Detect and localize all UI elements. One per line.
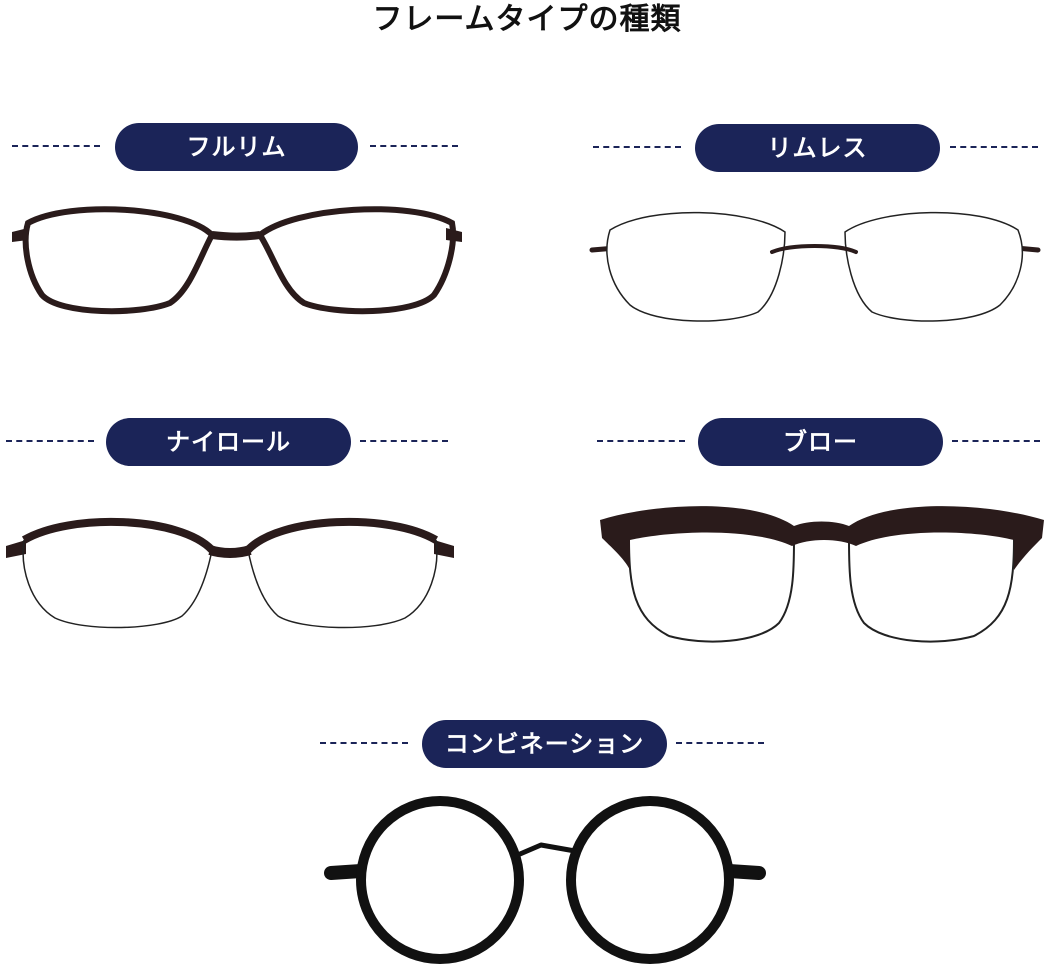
label-row-rimless: リムレス xyxy=(590,124,1040,172)
left-lens-rim xyxy=(22,206,216,315)
label-row-full-rim: フルリム xyxy=(0,123,480,171)
label-row-nylol: ナイロール xyxy=(0,418,460,466)
dashed-divider-right xyxy=(950,146,1038,148)
combination-glasses-illustration xyxy=(324,796,766,964)
dashed-divider-left xyxy=(593,146,681,148)
frame-type-label-nylol: ナイロール xyxy=(106,418,351,466)
right-lens-rim xyxy=(566,796,734,964)
dashed-divider-left xyxy=(597,440,685,442)
dashed-divider-right xyxy=(952,440,1040,442)
bridge xyxy=(512,842,580,860)
bridge xyxy=(208,545,252,558)
right-upper-rim xyxy=(245,517,439,553)
nylol-glasses-illustration xyxy=(6,517,454,629)
dashed-divider-left xyxy=(320,742,408,744)
page-title: フレームタイプの種類 xyxy=(372,2,682,37)
frame-type-label-full-rim: フルリム xyxy=(115,123,358,171)
right-lens-lower xyxy=(247,539,438,629)
bridge xyxy=(770,244,858,254)
left-temple xyxy=(324,864,368,880)
dashed-divider-right xyxy=(360,440,448,442)
full-rim-glasses-illustration xyxy=(12,206,462,315)
left-lens-rim xyxy=(356,796,524,964)
rimless-glasses-illustration xyxy=(589,211,1041,322)
frame-type-label-brow: ブロー xyxy=(698,418,943,466)
left-temple xyxy=(6,540,26,558)
right-lens xyxy=(848,537,1015,643)
left-lens-lower xyxy=(22,539,213,629)
right-lens-rim xyxy=(256,206,456,315)
left-lens xyxy=(628,537,795,643)
frame-type-label-combination: コンビネーション xyxy=(422,720,667,768)
brow-bar xyxy=(600,506,1044,570)
left-upper-rim xyxy=(21,517,215,553)
dashed-divider-right xyxy=(370,145,458,147)
label-row-brow: ブロー xyxy=(594,418,1044,466)
right-temple xyxy=(722,864,766,880)
dashed-divider-right xyxy=(676,742,764,744)
left-lens xyxy=(606,211,786,322)
dashed-divider-left xyxy=(12,145,100,147)
brow-glasses-illustration xyxy=(600,506,1044,643)
right-temple xyxy=(434,540,454,558)
bridge xyxy=(211,231,261,241)
right-lens xyxy=(844,211,1024,322)
frame-type-label-rimless: リムレス xyxy=(695,124,940,172)
dashed-divider-left xyxy=(6,440,94,442)
label-row-combination: コンビネーション xyxy=(318,720,768,768)
